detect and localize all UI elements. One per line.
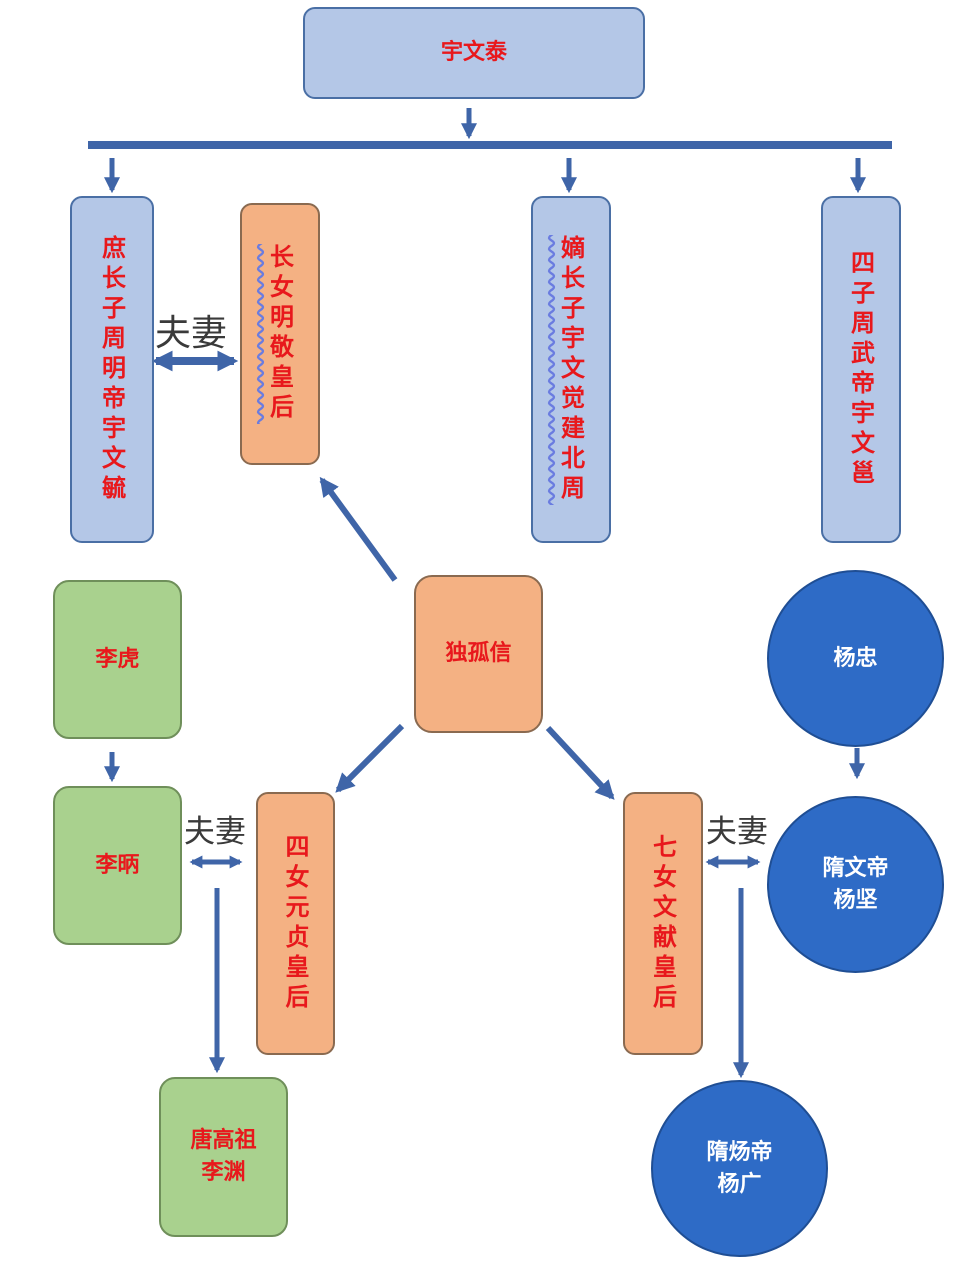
li-hu-box: 李虎: [53, 580, 182, 739]
fourth-son-name: 四子周武帝宇文邕: [846, 249, 875, 490]
seventh-daughter-name: 七女文献皇后: [648, 833, 677, 1014]
root-name: 宇文泰: [440, 40, 507, 66]
li-hu-name: 李虎: [95, 646, 140, 672]
dugu-xin-name: 独孤信: [445, 641, 512, 667]
yang-jian-circle: 隋文帝 杨坚: [767, 796, 944, 973]
li-yuan-box: 唐高祖 李渊: [159, 1077, 288, 1237]
li-bing-box: 李昞: [53, 786, 182, 945]
yang-jian-name: 杨坚: [833, 887, 878, 913]
legit-son-box: 嫡长子宇文觉建北周: [531, 196, 611, 543]
legit-son-name: 嫡长子宇文觉建北周: [556, 234, 585, 505]
seventh-daughter-box: 七女文献皇后: [623, 792, 703, 1055]
yang-guang-title: 隋炀帝: [706, 1139, 773, 1165]
fourth-daughter-box: 四女元贞皇后: [256, 792, 335, 1055]
li-yuan-title: 唐高祖: [190, 1128, 257, 1154]
arrow-dugu-to-seventh-daughter: [545, 725, 615, 800]
arrow-dugu-to-fourth-daughter: [335, 723, 405, 793]
spouse-label-right: 夫妻: [706, 814, 768, 850]
yang-zhong-circle: 杨忠: [767, 570, 944, 747]
fourth-daughter-name: 四女元贞皇后: [281, 833, 309, 1014]
li-yuan-name: 李渊: [201, 1160, 246, 1185]
arrow-dugu-to-eldest-daughter: [319, 476, 398, 582]
eldest-son-box: 庶长子周明帝宇文毓: [70, 196, 154, 543]
spouse-label-left: 夫妻: [184, 814, 246, 850]
yang-zhong-name: 杨忠: [833, 645, 878, 671]
fourth-son-box: 四子周武帝宇文邕: [821, 196, 901, 543]
root-yuwen-tai: 宇文泰: [303, 7, 645, 99]
li-bing-name: 李昞: [95, 852, 140, 878]
yang-jian-title: 隋文帝: [822, 855, 889, 881]
eldest-daughter-box: 长女明敬皇后: [240, 203, 320, 465]
yang-guang-circle: 隋炀帝 杨广: [651, 1080, 828, 1257]
eldest-son-name: 庶长子周明帝宇文毓: [97, 234, 126, 505]
yang-guang-name: 杨广: [717, 1171, 762, 1197]
spouse-label-top: 夫妻: [155, 313, 228, 354]
dugu-xin-box: 独孤信: [414, 575, 543, 733]
eldest-daughter-name: 长女明敬皇后: [265, 244, 294, 424]
